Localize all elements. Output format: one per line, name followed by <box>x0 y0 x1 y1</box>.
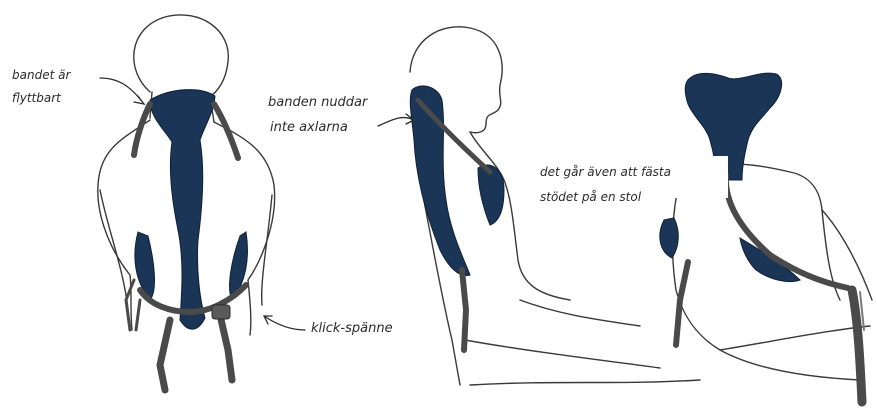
arrow-movable-strap <box>100 78 144 104</box>
annotation-movable-strap-line1: bandet är <box>12 68 71 82</box>
annotation-movable-strap-line2: flyttbart <box>12 91 62 105</box>
click-buckle <box>212 305 230 319</box>
arrow-buckle <box>264 316 305 330</box>
chair-annotation-box <box>670 156 728 198</box>
figure-chair-view <box>660 73 872 402</box>
annotation-chair-line1: det går även att fästa <box>540 165 671 179</box>
figure-side-view <box>410 27 700 385</box>
hanging-strap-right <box>220 315 232 380</box>
chair-side-pad-left <box>660 218 678 258</box>
arrow-straps <box>378 114 414 126</box>
hanging-strap-left <box>160 320 170 390</box>
annotation-buckle: klick-spänne <box>311 321 393 336</box>
side-view-pad <box>410 86 470 276</box>
chair-strap-hanging <box>852 290 862 402</box>
spine-pad <box>150 90 215 330</box>
annotation-straps-line1: banden nuddar <box>268 95 369 110</box>
side-hanging-strap <box>462 270 466 350</box>
chair-side-pad-right <box>740 238 800 282</box>
annotation-straps-line2: inte axlarna <box>270 120 348 135</box>
annotation-chair-line2: stödet på en stol <box>540 190 642 204</box>
chair-strap-left <box>676 262 688 345</box>
side-legs-outline <box>465 340 700 385</box>
figure-back-view <box>98 15 275 390</box>
head-outline <box>134 15 229 98</box>
loose-strap-left <box>126 280 140 330</box>
side-body-outline <box>470 132 640 326</box>
